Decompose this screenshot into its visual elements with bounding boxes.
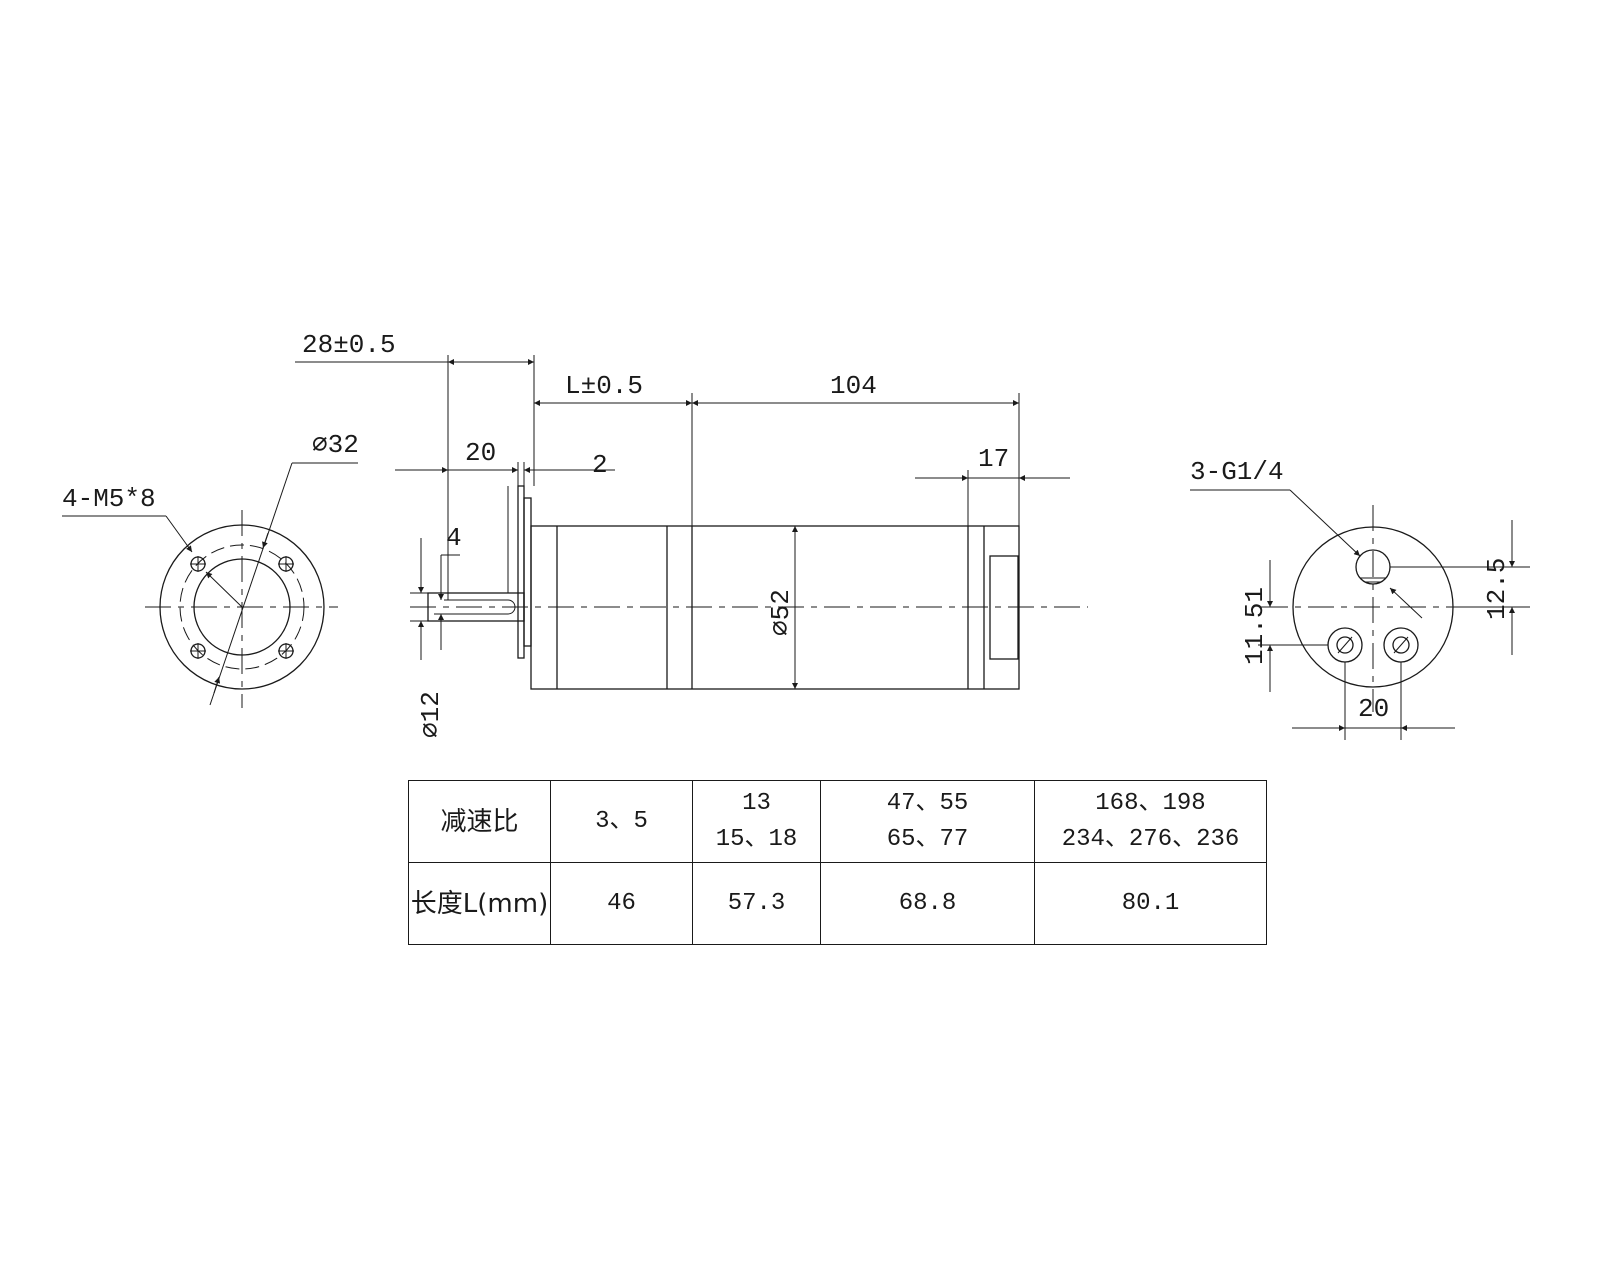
- front-boss-outline: [193, 558, 291, 656]
- ratio-row: 减速比 3、5 13 15、18 47、55 65、77 168、198 234…: [408, 780, 1267, 863]
- front-flange-step: [523, 497, 532, 647]
- dim-horizontal: 20: [1358, 694, 1389, 724]
- length-cell: 46: [550, 862, 693, 945]
- ratio-cell: 3、5: [550, 780, 693, 863]
- front-view: 4-M5*8 ⌀32: [62, 430, 359, 708]
- dim-vertical-small: 12.5: [1482, 558, 1512, 620]
- dim-shaft-diameter: ⌀12: [416, 691, 446, 738]
- ratio-cell: 168、198 234、276、236: [1034, 780, 1267, 863]
- dim-motor-length: 104: [830, 371, 877, 401]
- dim-body-diameter: ⌀52: [766, 589, 796, 636]
- front-flange-outline: [159, 524, 325, 690]
- dim-vertical-large: 11.51: [1240, 587, 1270, 665]
- ratio-header: 减速比: [408, 780, 551, 863]
- dim-rear-cap: 17: [978, 444, 1009, 474]
- length-cell: 80.1: [1034, 862, 1267, 945]
- ratio-cell: 13 15、18: [692, 780, 821, 863]
- thread-label: 4-M5*8: [62, 484, 156, 514]
- port-label: 3-G1/4: [1190, 457, 1284, 487]
- bolt-holes: [190, 556, 294, 659]
- dim-key: 4: [446, 523, 462, 553]
- dim-shaft-length: 20: [465, 438, 496, 468]
- length-header: 长度L(mm): [408, 862, 551, 945]
- dim-gearbox-length: L±0.5: [565, 371, 643, 401]
- thread-leader: [165, 515, 193, 553]
- length-row: 长度L(mm) 46 57.3 68.8 80.1: [408, 862, 1267, 945]
- length-cell: 57.3: [692, 862, 821, 945]
- rear-housing-outline: [1292, 526, 1454, 688]
- bolt-circle: [179, 544, 305, 670]
- rear-view: 3-G1/4 12.5 11.51 20: [1190, 457, 1530, 740]
- dim-flange: 2: [592, 450, 608, 480]
- ratio-cell: 47、55 65、77: [820, 780, 1035, 863]
- spec-table: 减速比 3、5 13 15、18 47、55 65、77 168、198 234…: [408, 780, 1267, 945]
- side-view: 28±0.5 L±0.5 104 20 2 17 4 ⌀12: [295, 330, 1088, 738]
- bolt-circle-label: ⌀32: [312, 430, 359, 460]
- dim-overall-front: 28±0.5: [302, 330, 396, 360]
- length-cell: 68.8: [820, 862, 1035, 945]
- bolt-circle-dim-line: [209, 462, 293, 706]
- front-flange-plate: [517, 485, 525, 659]
